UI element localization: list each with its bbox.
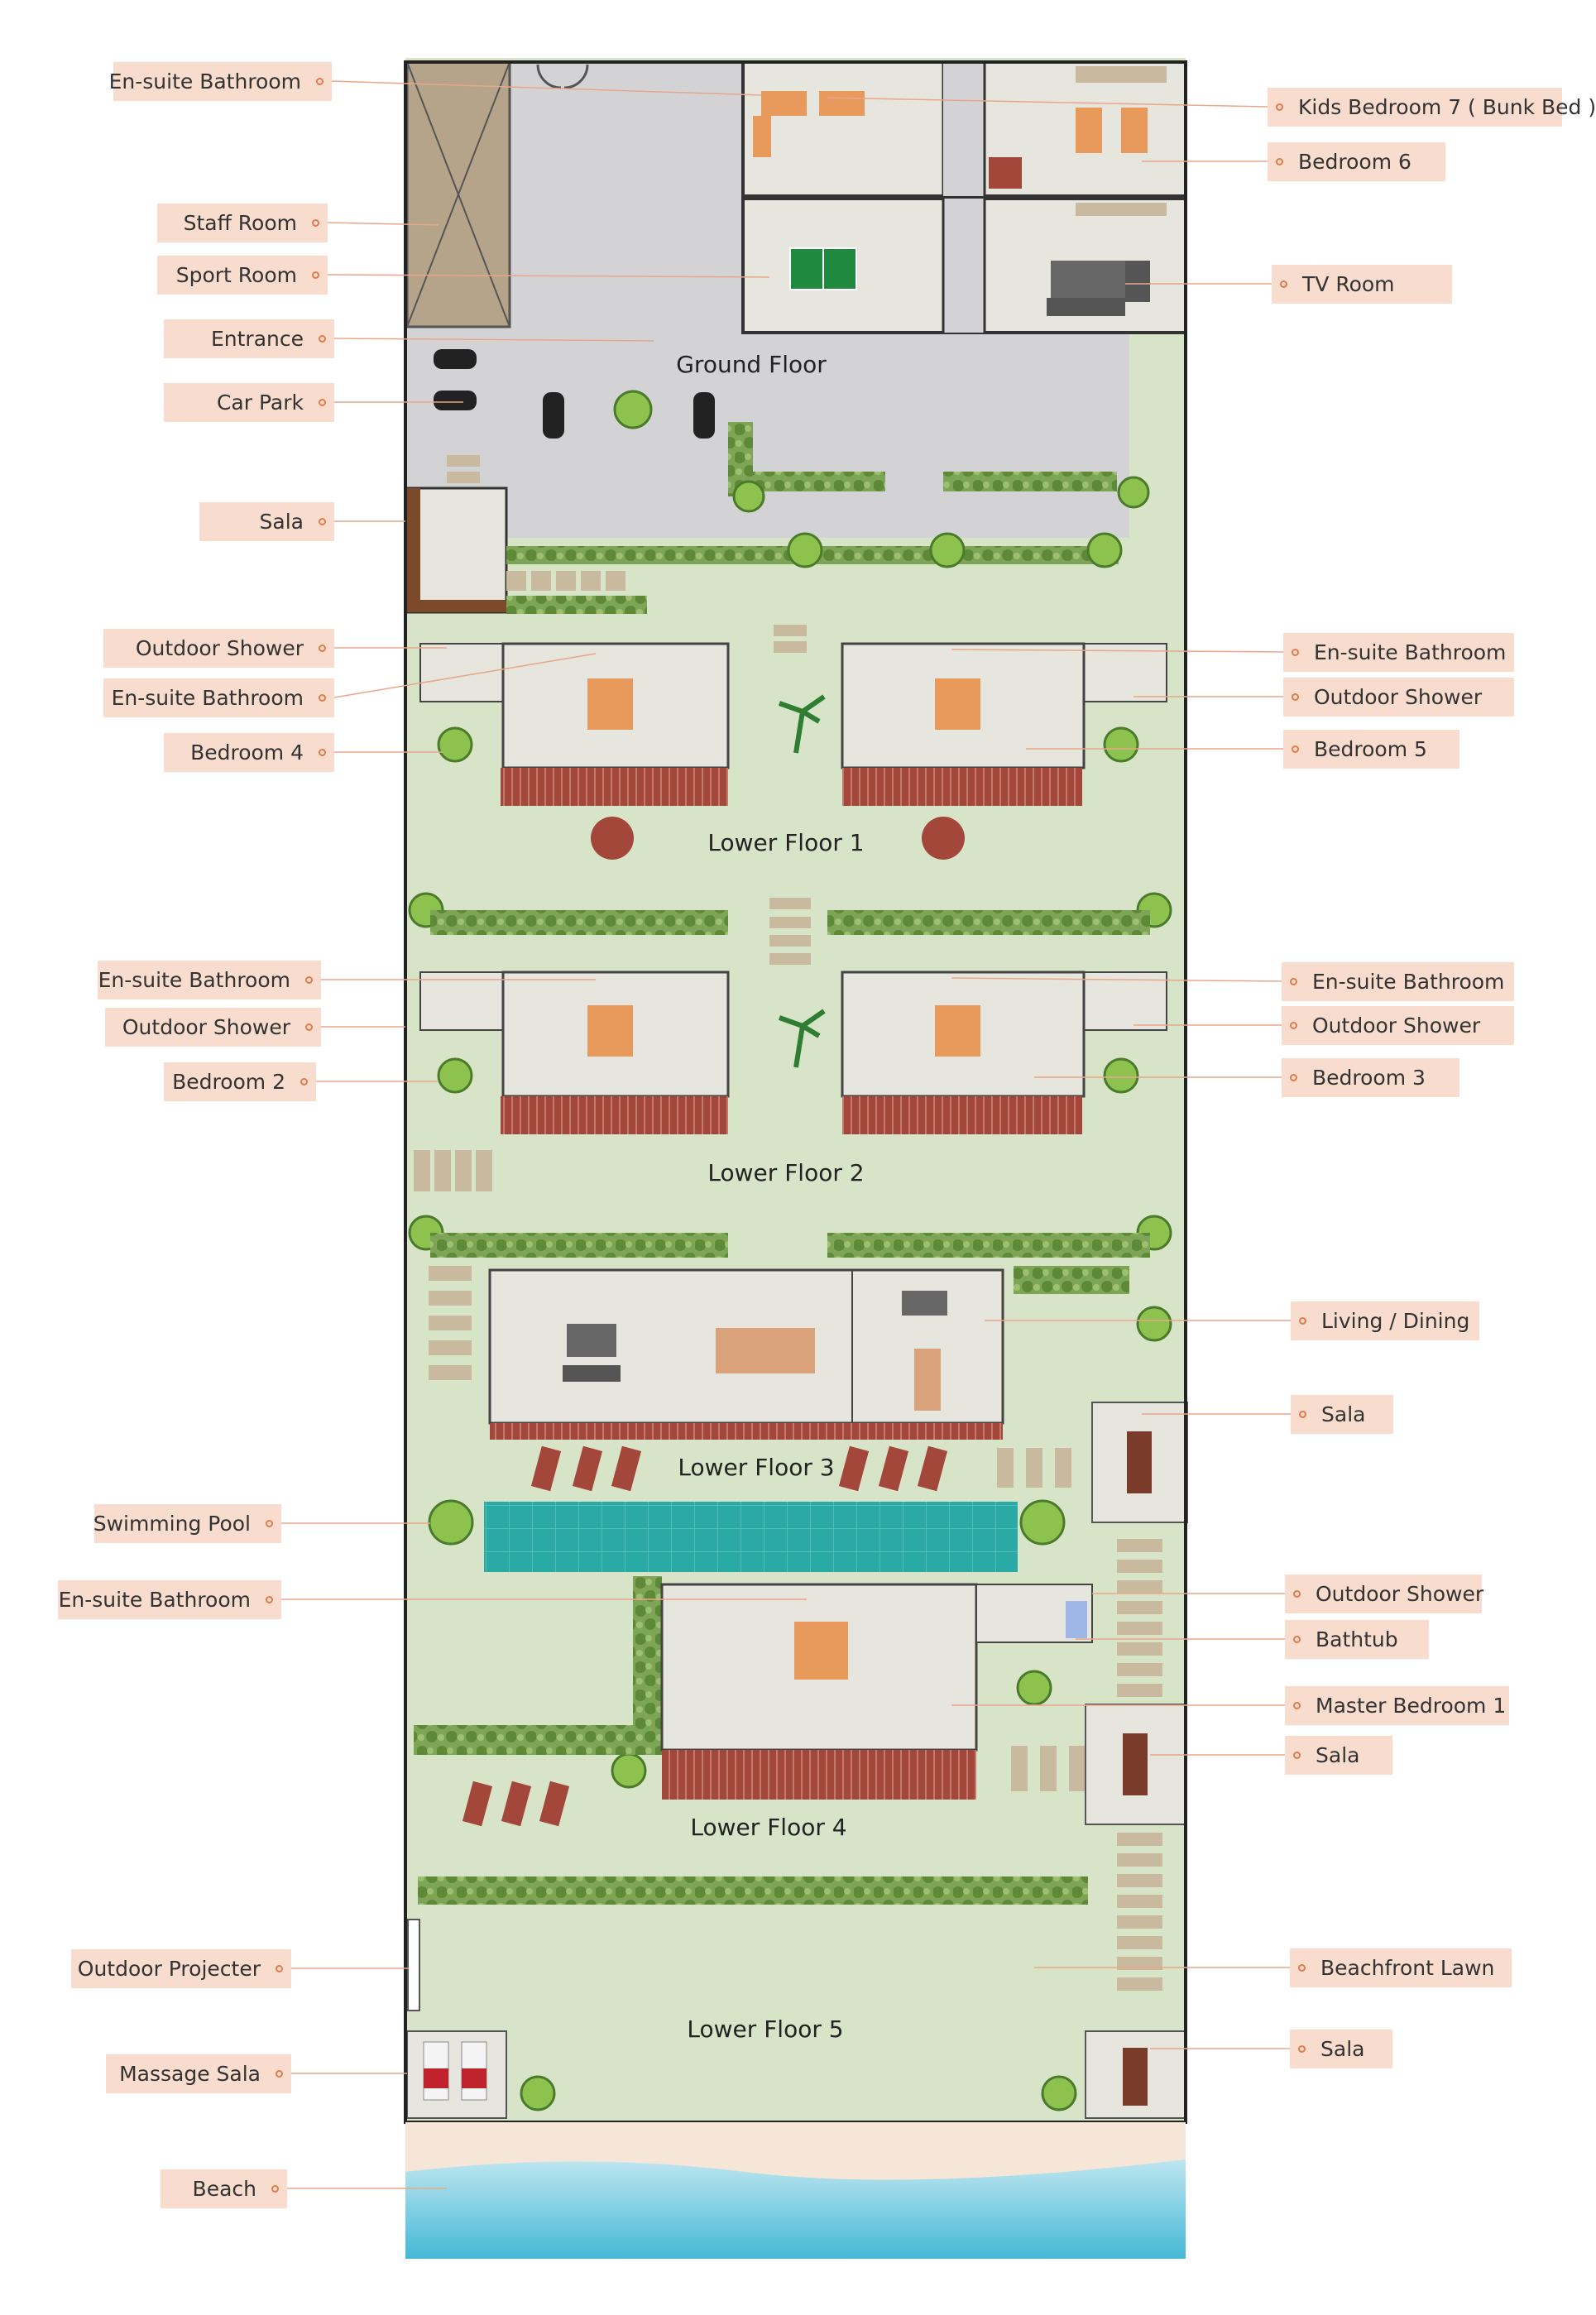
- label-marker-icon: [305, 1023, 313, 1031]
- label-swimming-pool: Swimming Pool: [93, 1504, 281, 1543]
- floor-title-lower5: Lower Floor 5: [687, 2015, 844, 2043]
- label-marker-icon: [319, 749, 326, 756]
- swimming-pool: [484, 1502, 1018, 1572]
- label-marker-icon: [1293, 1702, 1301, 1709]
- label-marker-icon: [1280, 280, 1287, 288]
- label-staff-room: Staff Room: [157, 204, 328, 242]
- label-outdoor-projecter: Outdoor Projecter: [71, 1949, 291, 1988]
- label-marker-icon: [319, 694, 326, 702]
- massage-sala: [406, 2030, 507, 2119]
- label-marker-icon: [1290, 1074, 1297, 1081]
- label-marker-icon: [1290, 978, 1297, 985]
- label-sala-lower4: Sala: [1285, 1736, 1392, 1775]
- label-marker-icon: [276, 2070, 283, 2078]
- label-en-suite-bathroom-b2: En-suite Bathroom: [98, 961, 321, 999]
- label-marker-icon: [1293, 1590, 1301, 1598]
- label-marker-icon: [1276, 158, 1283, 165]
- living-dining-building: [488, 1268, 1004, 1440]
- label-marker-icon: [305, 976, 313, 984]
- label-entrance: Entrance: [164, 319, 334, 358]
- label-beachfront-lawn: Beachfront Lawn: [1290, 1948, 1512, 1987]
- label-sala-lower3: Sala: [1291, 1395, 1393, 1434]
- label-marker-icon: [1292, 649, 1299, 656]
- label-bedroom-2: Bedroom 2: [164, 1062, 316, 1101]
- label-marker-icon: [1293, 1636, 1301, 1643]
- label-bathtub: Bathtub: [1285, 1620, 1429, 1659]
- label-marker-icon: [319, 399, 326, 406]
- floor-title-ground: Ground Floor: [676, 351, 827, 378]
- floor-title-lower2: Lower Floor 2: [707, 1159, 865, 1186]
- floor-title-lower4: Lower Floor 4: [690, 1814, 847, 1841]
- label-massage-sala: Massage Sala: [106, 2054, 291, 2093]
- label-outdoor-shower-b5: Outdoor Shower: [1283, 678, 1514, 717]
- label-tv-room: TV Room: [1272, 265, 1452, 304]
- label-bedroom-6: Bedroom 6: [1268, 142, 1445, 181]
- trees: [408, 390, 1172, 2111]
- master-villa: [660, 1583, 1093, 1800]
- label-marker-icon: [1292, 745, 1299, 753]
- label-marker-icon: [1298, 2045, 1306, 2053]
- label-en-suite-bathroom-top: En-suite Bathroom: [109, 62, 332, 101]
- label-bedroom-5: Bedroom 5: [1283, 730, 1459, 769]
- outdoor-projector-screen: [407, 1919, 420, 2011]
- label-outdoor-shower-b4: Outdoor Shower: [103, 629, 334, 668]
- label-en-suite-bathroom-b4: En-suite Bathroom: [103, 678, 334, 717]
- car-park-cars: [434, 349, 715, 439]
- ground-sala: [405, 486, 508, 614]
- label-car-park: Car Park: [164, 383, 334, 422]
- label-marker-icon: [319, 518, 326, 525]
- label-master-bedroom-1: Master Bedroom 1: [1285, 1686, 1509, 1725]
- label-marker-icon: [1299, 1411, 1306, 1418]
- floor-title-lower3: Lower Floor 3: [678, 1454, 835, 1481]
- label-kids-bedroom-7: Kids Bedroom 7 ( Bunk Bed ): [1268, 88, 1596, 127]
- label-en-suite-bathroom-master: En-suite Bathroom: [58, 1580, 281, 1619]
- label-marker-icon: [266, 1520, 273, 1527]
- label-marker-icon: [319, 645, 326, 652]
- label-marker-icon: [1298, 1964, 1306, 1972]
- label-sala-lower5: Sala: [1290, 2030, 1392, 2068]
- villa-bedroom-3: [841, 971, 1167, 1134]
- label-marker-icon: [312, 219, 319, 227]
- label-marker-icon: [1290, 1022, 1297, 1029]
- label-living-dining: Living / Dining: [1291, 1301, 1479, 1340]
- label-marker-icon: [319, 335, 326, 343]
- label-bedroom-3: Bedroom 3: [1282, 1058, 1459, 1097]
- label-marker-icon: [316, 78, 324, 85]
- label-marker-icon: [1299, 1317, 1306, 1325]
- label-marker-icon: [1292, 693, 1299, 701]
- label-marker-icon: [1276, 103, 1283, 111]
- label-marker-icon: [312, 271, 319, 279]
- label-en-suite-bathroom-b5: En-suite Bathroom: [1283, 633, 1514, 672]
- label-beach: Beach: [161, 2169, 287, 2208]
- label-outdoor-shower-b2: Outdoor Shower: [105, 1008, 321, 1047]
- label-marker-icon: [266, 1596, 273, 1603]
- label-marker-icon: [1293, 1752, 1301, 1759]
- label-bedroom-4: Bedroom 4: [164, 733, 334, 772]
- label-en-suite-bathroom-b3: En-suite Bathroom: [1282, 962, 1514, 1001]
- label-outdoor-shower-master: Outdoor Shower: [1285, 1574, 1483, 1613]
- villa-bedroom-2: [419, 971, 730, 1134]
- villa-bedroom-5: [841, 642, 1167, 806]
- label-marker-icon: [271, 2185, 279, 2193]
- floor-title-lower1: Lower Floor 1: [707, 829, 865, 856]
- label-sport-room: Sport Room: [157, 256, 328, 295]
- label-outdoor-shower-b3: Outdoor Shower: [1282, 1006, 1514, 1045]
- sea: [405, 2159, 1186, 2259]
- label-marker-icon: [300, 1078, 308, 1086]
- label-sala-ground: Sala: [199, 502, 334, 541]
- driveway: [407, 62, 1129, 596]
- label-marker-icon: [276, 1965, 283, 1972]
